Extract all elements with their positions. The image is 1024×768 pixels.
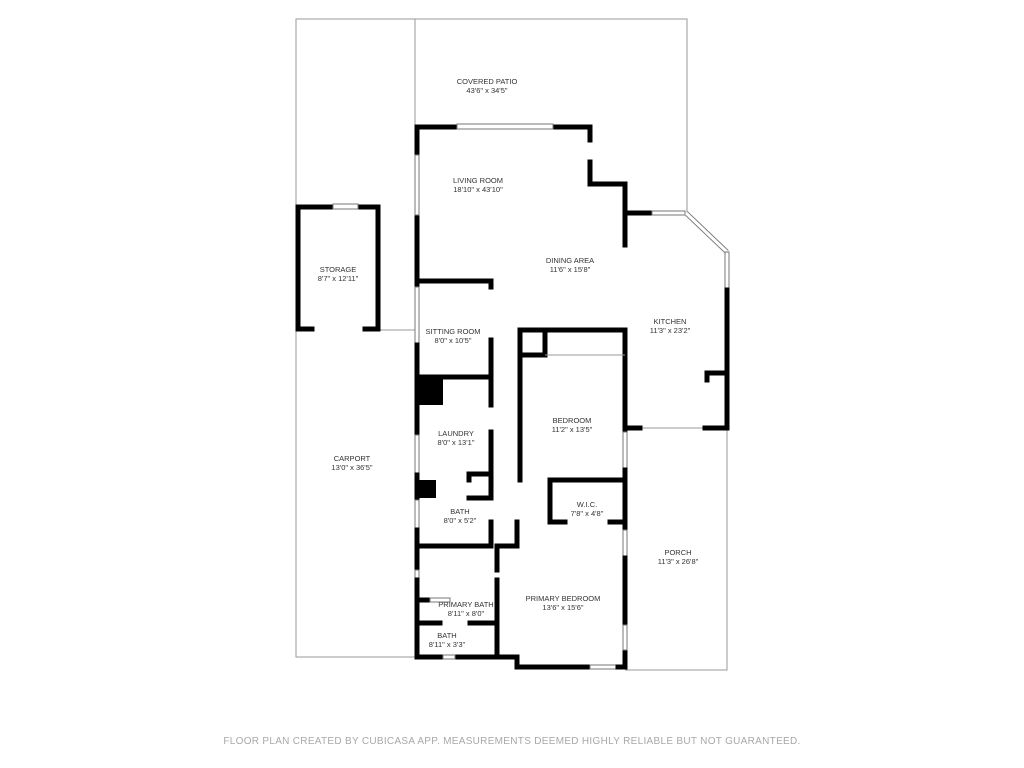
primary-side-window [622,529,628,559]
carport-outline [295,330,415,658]
disclaimer-footer: FLOOR PLAN CREATED BY CUBICASA APP. MEAS… [223,736,801,747]
storage-window [332,203,359,210]
room-label-wic: W.I.C.7'8" x 4'8" [570,500,604,518]
bath-walls [414,519,494,549]
kitchen-side-window [724,251,730,291]
bath-window [414,499,420,531]
wic-walls [547,477,628,525]
shower-door [429,597,451,603]
sitting-room-walls [414,278,494,290]
living-top-wall [414,124,460,158]
bedroom-window [622,431,628,471]
kitchen-pantry [704,370,730,383]
porch-outline [625,428,728,671]
covered-patio-outline-right [415,18,688,213]
hall-closet [494,519,520,549]
bottom-wall [414,654,593,670]
kitchen-window [651,210,686,216]
laundry-chase [415,377,443,405]
primary-side-window-2 [622,624,628,651]
sitting-window [414,286,420,346]
laundry-window [414,434,420,476]
bath-window-bottom [442,654,456,660]
living-sliding-door [456,123,554,130]
bath-chase [415,480,436,498]
primary-window [589,664,619,670]
laundry-closet [466,471,494,483]
bedroom-closet [517,327,548,358]
bottom-wall-right [615,647,628,670]
bedroom-walls [517,327,628,483]
living-left-window [414,154,420,216]
covered-patio-outline [295,18,416,330]
dining-step-wall [587,159,628,248]
living-top-wall-right [550,124,593,143]
